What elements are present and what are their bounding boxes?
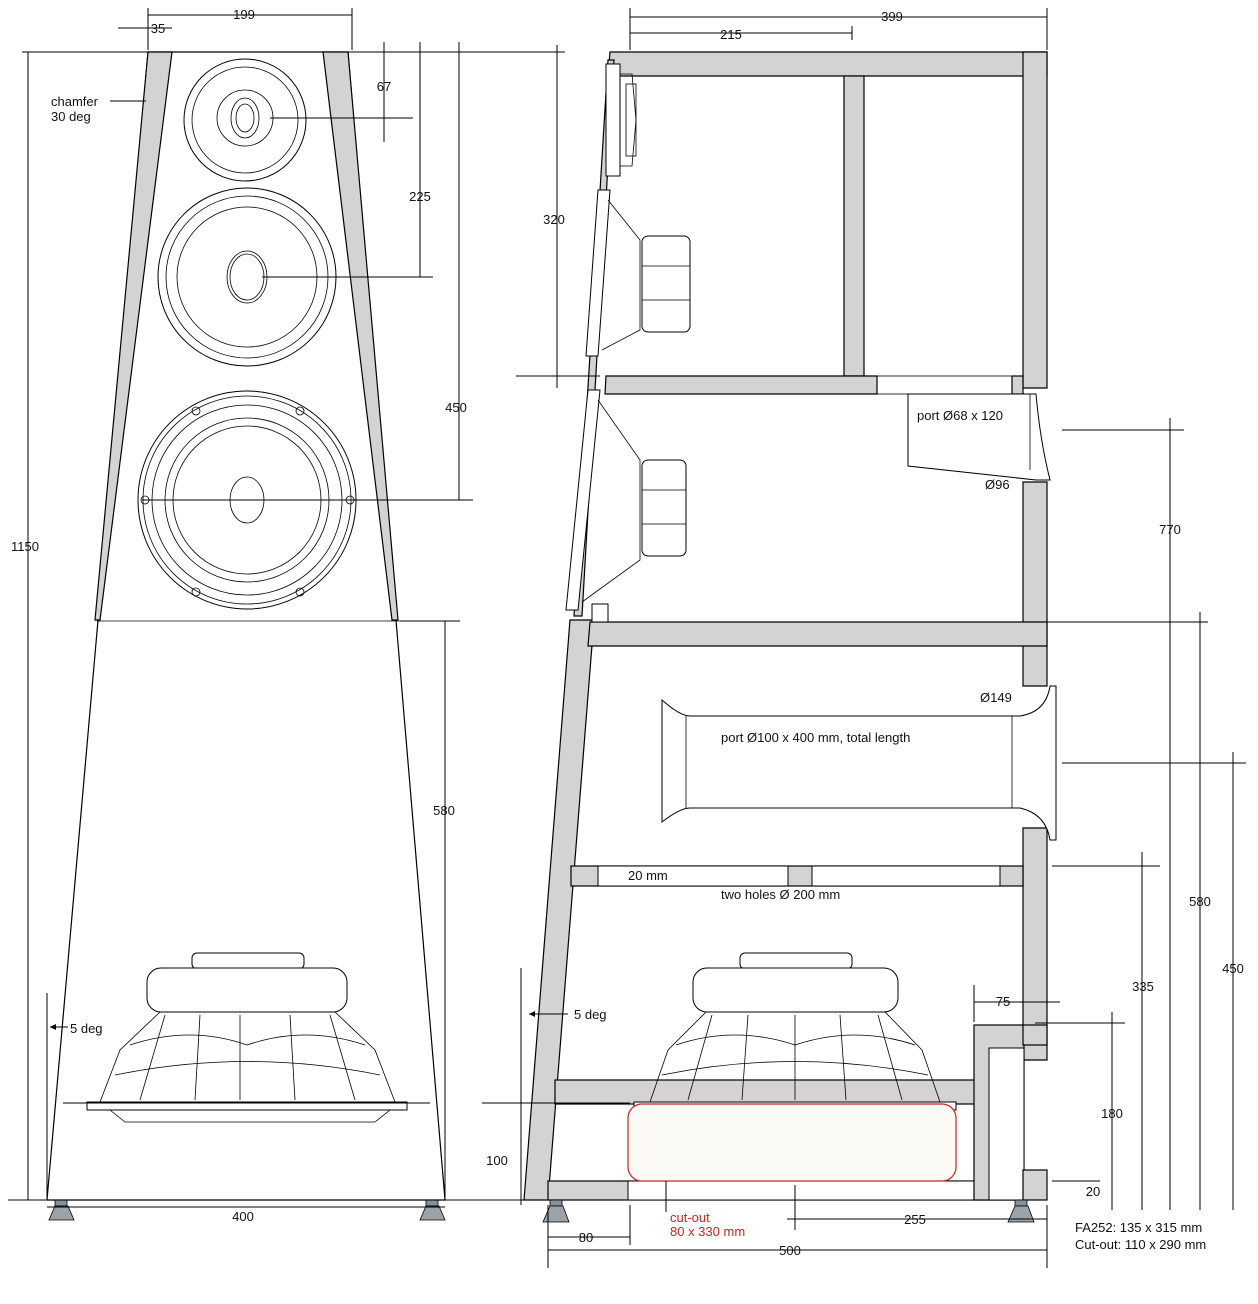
shelf-upper [604,375,878,395]
cutout-label-line1: cut-out [670,1210,710,1225]
dim-depth: 399 [881,9,903,24]
small-port-label: port Ø68 x 120 [917,408,1003,423]
dim-front-offset: 80 [579,1230,593,1245]
dim-lower-section: 580 [433,803,455,818]
chamfer-label-line2: 30 deg [51,109,91,124]
floor-cutout [627,1103,957,1182]
dim-floor-height: 335 [1132,979,1154,994]
cutout-label-line2: 80 x 330 mm [670,1224,745,1239]
dim-height: 1150 [11,539,39,554]
dim-top-width: 199 [233,7,255,22]
chamfer-label-line1: chamfer [51,94,99,109]
dim-foot-height: 20 [1086,1184,1100,1199]
shelf-thickness-label: 20 mm [628,868,668,883]
large-port-label: port Ø100 x 400 mm, total length [721,730,910,745]
front-subwoofer [86,952,408,1123]
side-midrange [585,189,691,357]
side-view: port Ø68 x 120 Ø96 Ø149 port Ø100 x 400 … [482,8,1246,1268]
front-view: 199 35 1150 67 225 450 580 400 5 deg cha… [8,7,565,1224]
side-rear-foot [1007,1199,1035,1223]
dim-lower-height: 450 [1222,961,1244,976]
front-left-foot [48,1199,75,1221]
dim-plinth-depth: 75 [996,994,1010,1009]
side-tweeter [605,63,637,177]
dim-base-width: 400 [232,1209,254,1224]
dim-lower-box: 180 [1101,1106,1123,1121]
front-panel-lower [523,619,595,1201]
shelf-holes-label: two holes Ø 200 mm [721,887,840,902]
dim-rear-offset: 255 [904,1212,926,1227]
spec-driver: FA252: 135 x 315 mm [1075,1220,1202,1235]
side-tilt-label: 5 deg [574,1007,607,1022]
spec-cutout: Cut-out: 110 x 290 mm [1075,1237,1206,1252]
front-right-foot [419,1199,446,1221]
side-woofer [565,389,687,623]
large-port [661,685,1057,841]
small-port-flare-label: Ø96 [985,477,1010,492]
rear-panel-upper [1022,51,1048,389]
rear-panel-middle [1022,481,1048,687]
top-panel [607,51,1048,77]
dim-port-height: 770 [1159,522,1181,537]
dim-upper-chamber: 320 [543,212,565,227]
shelf-middle [587,621,1048,647]
front-tilt-label: 5 deg [70,1021,103,1036]
dim-top-part: 215 [720,27,742,42]
dim-woofer-offset: 450 [445,400,467,415]
large-port-flare-label: Ø149 [980,690,1012,705]
dim-lower-port-height: 580 [1189,894,1211,909]
small-port [907,393,1051,481]
tweeter-driver [183,58,307,182]
dim-tweeter-offset: 67 [377,79,391,94]
internal-brace [843,75,865,377]
inner-floor [554,1079,976,1105]
dim-bottom-depth: 500 [779,1243,801,1258]
side-front-foot [542,1199,570,1223]
dim-mid-offset: 225 [409,189,431,204]
dim-base-height: 100 [486,1153,508,1168]
dim-chamfer-width: 35 [151,21,165,36]
